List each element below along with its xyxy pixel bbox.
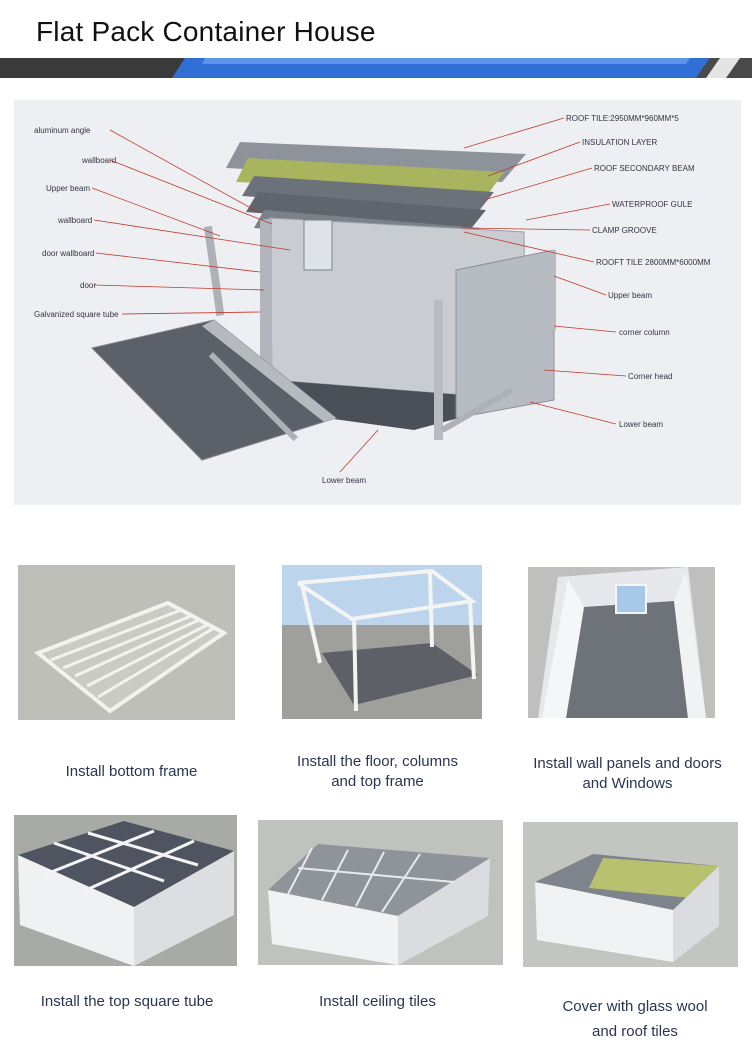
step-caption-2-line1: Install the floor, columns bbox=[297, 753, 458, 770]
label-lower-beam-bottom: Lower beam bbox=[322, 476, 367, 485]
step-image-wall-panels bbox=[528, 567, 715, 718]
label-lower-beam-right: Lower beam bbox=[619, 420, 664, 429]
label-wallboard: wallboard bbox=[82, 156, 117, 165]
step-image-ceiling-tiles bbox=[258, 820, 503, 965]
step-caption-6-line1: Cover with glass wool bbox=[562, 998, 708, 1015]
step-caption-2-line2: and top frame bbox=[331, 773, 424, 790]
label-galvanized-square-tube: Galvanized square tube bbox=[34, 310, 119, 319]
label-corner-head: Corner head bbox=[628, 372, 673, 381]
step-caption-6-line2: and roof tiles bbox=[592, 1023, 678, 1040]
label-roof-tile: ROOF TILE:2950MM*960MM*5 bbox=[566, 114, 679, 123]
leader-lines bbox=[91, 117, 627, 473]
label-corner-column: corner column bbox=[619, 328, 670, 337]
step-image-top-square-tube bbox=[14, 815, 237, 966]
step-caption-6: Cover with glass wool and roof tiles bbox=[540, 994, 730, 1044]
exploded-diagram: aluminum angle wallboard Upper beam wall… bbox=[14, 100, 741, 505]
step-caption-2: Install the floor, columns and top frame bbox=[280, 752, 475, 792]
label-aluminum-angle: aluminum angle bbox=[34, 126, 91, 135]
step-caption-4-line1: Install the top square tube bbox=[40, 993, 214, 1010]
step-image-glass-wool-roof bbox=[523, 822, 738, 967]
label-wallboard-2: wallboard bbox=[58, 216, 93, 225]
step-caption-1-line1: Install bottom frame bbox=[65, 763, 198, 780]
label-waterproof-gule: WATERPROOF GULE bbox=[612, 200, 693, 209]
step-caption-3-line1: Install wall panels and doors bbox=[533, 755, 722, 772]
label-clamp-groove: CLAMP GROOVE bbox=[592, 226, 657, 235]
label-door-wallboard: door wallboard bbox=[42, 249, 95, 258]
header-banner bbox=[0, 58, 752, 78]
step-caption-5: Install ceiling tiles bbox=[290, 992, 465, 1012]
label-upper-beam-right: Upper beam bbox=[608, 291, 653, 300]
step-caption-1: Install bottom frame bbox=[18, 762, 245, 782]
exploded-diagram-art bbox=[14, 100, 741, 505]
label-roof-secondary-beam: ROOF SECONDARY BEAM bbox=[594, 164, 695, 173]
step-caption-4: Install the top square tube bbox=[22, 992, 232, 1012]
step-image-bottom-frame bbox=[18, 565, 235, 720]
page-title: Flat Pack Container House bbox=[36, 16, 376, 47]
step-caption-5-line1: Install ceiling tiles bbox=[319, 993, 436, 1010]
step-image-floor-columns bbox=[282, 565, 482, 719]
label-upper-beam: Upper beam bbox=[46, 184, 91, 193]
label-door: door bbox=[80, 281, 97, 290]
label-roof-tile-large: ROOFT TILE 2800MM*6000MM bbox=[596, 258, 711, 267]
step-caption-3-line2: and Windows bbox=[582, 775, 673, 792]
step-caption-3: Install wall panels and doors and Window… bbox=[520, 754, 735, 794]
label-insulation-layer: INSULATION LAYER bbox=[582, 138, 658, 147]
